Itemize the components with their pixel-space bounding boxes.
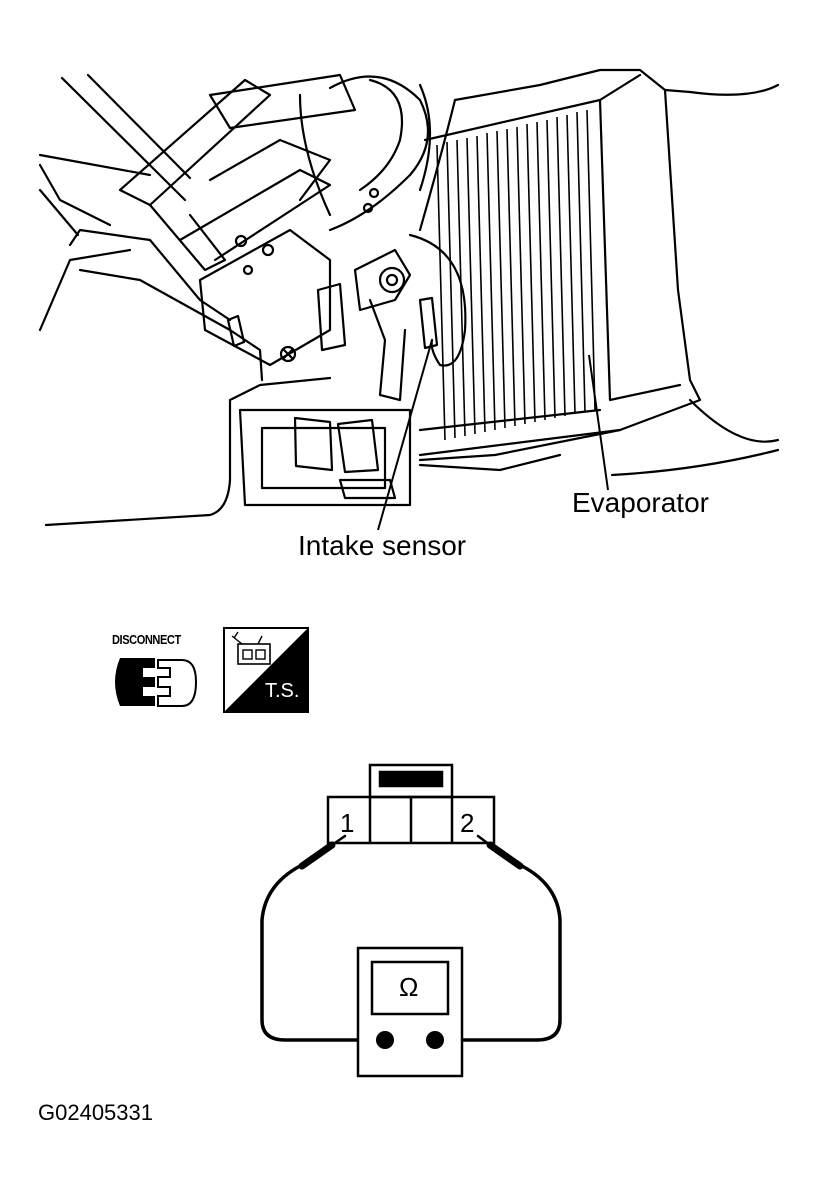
terminal-side-icon <box>223 627 309 713</box>
disconnect-connector-icon <box>115 658 198 707</box>
pin-2-label: 2 <box>460 808 475 838</box>
ohm-symbol: Ω <box>399 972 419 1002</box>
evaporator-label: Evaporator <box>572 487 709 518</box>
evaporator-fins <box>436 109 596 441</box>
probe-tips <box>298 834 524 870</box>
sensor-connector <box>326 763 496 845</box>
evaporator-illustration <box>38 68 780 527</box>
pin-1-label: 1 <box>340 808 355 838</box>
disconnect-label: DISCONNECT <box>112 632 181 647</box>
test-leads <box>260 864 562 1042</box>
ohmmeter-icon <box>356 946 464 1078</box>
figure-code: G02405331 <box>38 1100 153 1125</box>
terminal-side-label: T.S. <box>265 680 300 702</box>
leader-lines <box>377 339 609 531</box>
intake-sensor-label: Intake sensor <box>298 530 467 561</box>
